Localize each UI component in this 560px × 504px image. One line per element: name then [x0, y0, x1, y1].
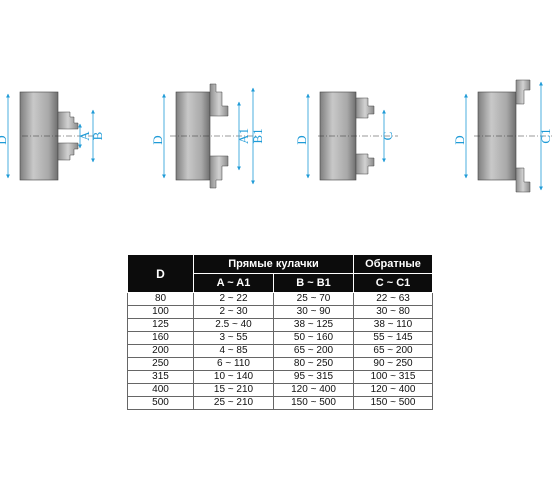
cell-a-a1: 3 ~ 55 — [193, 331, 274, 345]
jaw-upper — [57, 111, 79, 130]
jaw-lower — [355, 153, 375, 175]
header-reverse-jaws: Обратные — [353, 254, 434, 274]
cell-d: 100 — [127, 305, 194, 319]
jaw-lower — [209, 155, 229, 189]
cell-a-a1: 2 ~ 30 — [193, 305, 274, 319]
cell-b-b1: 38 ~ 125 — [272, 318, 355, 332]
cell-a-a1: 15 ~ 210 — [193, 383, 274, 397]
dim-a-label: A — [77, 131, 92, 141]
cell-c-c1: 90 ~ 250 — [353, 357, 434, 371]
cell-c-c1: 150 ~ 500 — [353, 396, 434, 410]
cell-a-a1: 25 ~ 210 — [193, 396, 274, 410]
cell-b-b1: 150 ~ 500 — [272, 396, 355, 410]
table-header-row: D Прямые кулачки Обратные — [127, 254, 434, 293]
cell-d: 80 — [127, 292, 194, 306]
diagram-internal-jaws: D A B — [0, 91, 105, 181]
dim-c-label: C — [380, 132, 395, 141]
chuck-diagrams: D A B D A1 B1 D C D C1 — [0, 79, 553, 193]
cell-d: 400 — [127, 383, 194, 397]
cell-c-c1: 120 ~ 400 — [353, 383, 434, 397]
cell-d: 125 — [127, 318, 194, 332]
cell-b-b1: 30 ~ 90 — [272, 305, 355, 319]
cell-c-c1: 22 ~ 63 — [353, 292, 434, 306]
header-c-c1: C ~ C1 — [353, 273, 434, 293]
cell-b-b1: 25 ~ 70 — [272, 292, 355, 306]
jaw-lower — [57, 142, 79, 161]
spec-table: D Прямые кулачки Обратные A ~ A1 B ~ B1 … — [127, 254, 434, 410]
cell-c-c1: 30 ~ 80 — [353, 305, 434, 319]
jaw-lower — [515, 167, 531, 193]
jaw-upper — [209, 83, 229, 117]
jaw-upper — [355, 97, 375, 119]
header-a-a1: A ~ A1 — [193, 273, 274, 293]
jaw-upper — [515, 79, 531, 105]
cell-a-a1: 2.5 ~ 40 — [193, 318, 274, 332]
header-direct-jaws: Прямые кулачки — [192, 254, 355, 274]
cell-a-a1: 10 ~ 140 — [193, 370, 274, 384]
dim-b-label: B — [90, 131, 105, 140]
diagram-reverse-external: D C1 — [452, 79, 553, 193]
cell-b-b1: 80 ~ 250 — [272, 357, 355, 371]
diagram-reverse-internal: D C — [294, 91, 398, 181]
dim-d-label: D — [452, 135, 467, 144]
diagram-external-jaws: D A1 B1 — [150, 83, 265, 189]
cell-c-c1: 100 ~ 315 — [353, 370, 434, 384]
cell-a-a1: 2 ~ 22 — [193, 292, 274, 306]
cell-b-b1: 50 ~ 160 — [272, 331, 355, 345]
cell-d: 160 — [127, 331, 194, 345]
header-b-b1: B ~ B1 — [272, 273, 355, 293]
cell-b-b1: 65 ~ 200 — [272, 344, 355, 358]
dim-d-label: D — [150, 135, 165, 144]
cell-d: 315 — [127, 370, 194, 384]
cell-b-b1: 95 ~ 315 — [272, 370, 355, 384]
cell-d: 500 — [127, 396, 194, 410]
cell-b-b1: 120 ~ 400 — [272, 383, 355, 397]
dim-d-label: D — [294, 135, 309, 144]
table-subheader-row: A ~ A1 B ~ B1 C ~ C1 — [128, 273, 434, 293]
cell-c-c1: 38 ~ 110 — [353, 318, 434, 332]
cell-c-c1: 55 ~ 145 — [353, 331, 434, 345]
dim-b1-label: B1 — [250, 128, 265, 143]
cell-d: 200 — [127, 344, 194, 358]
header-d: D — [127, 254, 194, 293]
dim-d-label: D — [0, 135, 9, 144]
cell-c-c1: 65 ~ 200 — [353, 344, 434, 358]
dim-a1-label: A1 — [236, 128, 251, 144]
cell-d: 250 — [127, 357, 194, 371]
cell-a-a1: 4 ~ 85 — [193, 344, 274, 358]
cell-a-a1: 6 ~ 110 — [193, 357, 274, 371]
dim-c1-label: C1 — [538, 128, 553, 143]
